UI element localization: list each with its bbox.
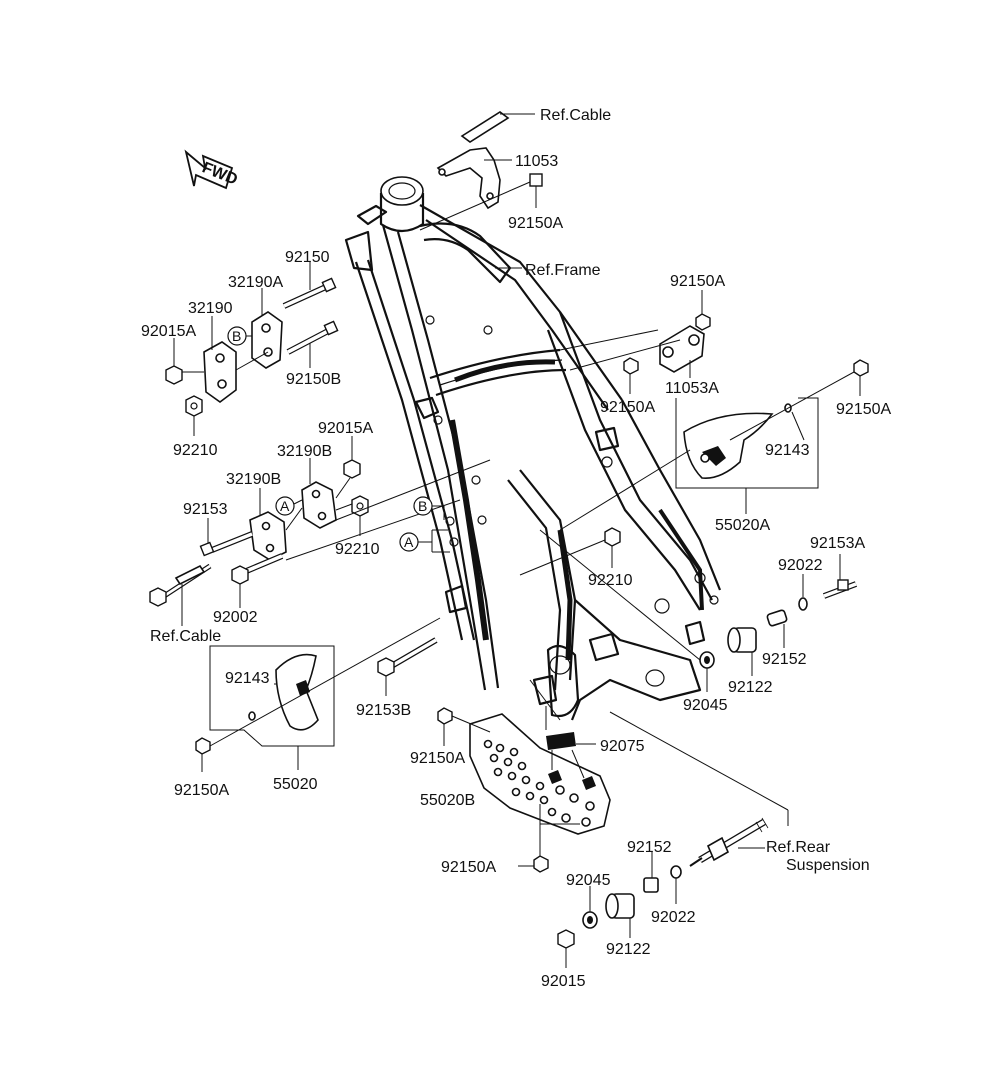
plate-32190B-lower bbox=[249, 511, 287, 561]
label-92122-bottom: 92122 bbox=[606, 941, 651, 958]
svg-text:B: B bbox=[418, 498, 427, 514]
label-ref-rear-2: Suspension bbox=[786, 857, 870, 874]
nut-92210-left bbox=[185, 395, 203, 436]
circle-marker-A-upper: A bbox=[275, 496, 295, 516]
label-92210-left: 92210 bbox=[173, 442, 218, 459]
label-92015-bottom: 92015 bbox=[541, 973, 586, 990]
circle-marker-A-frame: A bbox=[399, 529, 450, 553]
label-55020: 55020 bbox=[273, 776, 318, 793]
label-92045-right: 92045 bbox=[683, 697, 728, 714]
label-11053A: 11053A bbox=[665, 380, 719, 397]
label-92150A-far-right: 92150A bbox=[836, 401, 891, 418]
nut-92015A-mid bbox=[343, 436, 361, 479]
svg-text:B: B bbox=[232, 328, 241, 344]
label-92015A-left: 92015A bbox=[141, 323, 196, 340]
nut-92015A-left bbox=[165, 338, 183, 385]
plate-32190 bbox=[203, 341, 237, 403]
label-92153: 92153 bbox=[183, 501, 228, 518]
seal-92045-right bbox=[699, 651, 715, 692]
label-ref-cable-top: Ref.Cable bbox=[540, 107, 611, 124]
label-92150A-bottom: 92150A bbox=[441, 859, 496, 876]
label-92150A-top: 92150A bbox=[508, 215, 563, 232]
bolt-92150B bbox=[286, 320, 339, 368]
label-32190B-lower: 32190B bbox=[226, 471, 281, 488]
label-92210-center: 92210 bbox=[588, 572, 633, 589]
label-92002: 92002 bbox=[213, 609, 258, 626]
label-92153A: 92153A bbox=[810, 535, 865, 552]
washer-92022-bottom bbox=[670, 865, 682, 879]
engine-mount-upper-group: B 92150 32190A 32190 92015A 92150B 92210 bbox=[141, 249, 341, 459]
rear-suspension-group: Ref.Rear Suspension 92152 92045 92022 92… bbox=[541, 711, 870, 990]
label-92150A-left-low: 92150A bbox=[174, 782, 229, 799]
cable-bracket-right-group: 92150A 11053A 92150A bbox=[559, 273, 725, 416]
nut-92015-bottom bbox=[557, 929, 575, 968]
skid-plate-holes bbox=[483, 739, 595, 827]
bushing-92122-right bbox=[727, 627, 757, 676]
main-frame bbox=[344, 176, 722, 721]
engine-mount-lower-group: A 92015A 32190B 32190B 92153 92210 92002… bbox=[149, 420, 491, 645]
label-ref-cable-left: Ref.Cable bbox=[150, 628, 221, 645]
label-92075: 92075 bbox=[600, 738, 645, 755]
collar-92152-bottom bbox=[643, 877, 659, 893]
label-92152-right: 92152 bbox=[762, 651, 807, 668]
label-92143-right: 92143 bbox=[765, 442, 810, 459]
guard-55020A-group: 92150A 92143 55020A bbox=[559, 359, 891, 534]
steering-head bbox=[380, 176, 424, 206]
pivot-parts-right-group: 92153A 92022 92210 92152 92122 92045 bbox=[519, 527, 865, 714]
label-32190: 32190 bbox=[188, 300, 233, 317]
pivot-shaft bbox=[689, 817, 769, 867]
label-92022-bottom: 92022 bbox=[651, 909, 696, 926]
svg-text:A: A bbox=[404, 534, 414, 550]
label-55020B: 55020B bbox=[420, 792, 475, 809]
guard-55020-group: 92143 92150A 55020 bbox=[174, 617, 441, 799]
cable-clamp-left bbox=[149, 563, 212, 626]
label-ref-rear-1: Ref.Rear bbox=[766, 839, 831, 856]
circle-marker-B-upper: B bbox=[227, 326, 247, 346]
bolt-92153B: 92153B bbox=[356, 637, 438, 719]
cable-clamp-top-group: Ref.Cable 11053 92150A Ref.Frame bbox=[419, 107, 611, 279]
plate-32190A bbox=[251, 311, 283, 369]
label-92153B: 92153B bbox=[356, 702, 411, 719]
label-92150A-right-mid: 92150A bbox=[600, 399, 655, 416]
bushing-92122-bottom bbox=[605, 893, 635, 938]
label-92150A-right-top: 92150A bbox=[670, 273, 725, 290]
bolt-92153 bbox=[199, 518, 254, 557]
label-92210-mid: 92210 bbox=[335, 541, 380, 558]
bolt-92153A bbox=[822, 554, 858, 599]
label-92150: 92150 bbox=[285, 249, 330, 266]
nut-92210-center bbox=[604, 527, 621, 547]
label-32190B-upper: 32190B bbox=[277, 443, 332, 460]
label-92152-bottom: 92152 bbox=[627, 839, 672, 856]
label-92150B: 92150B bbox=[286, 371, 341, 388]
label-55020A: 55020A bbox=[715, 517, 770, 534]
svg-text:A: A bbox=[280, 498, 290, 514]
collar-92152-right bbox=[766, 609, 788, 648]
label-32190A: 32190A bbox=[228, 274, 283, 291]
label-92143-left: 92143 bbox=[225, 670, 270, 687]
circle-marker-B-frame: B bbox=[413, 496, 445, 520]
label-11053: 11053 bbox=[515, 153, 558, 170]
pad-92075 bbox=[546, 732, 576, 750]
skid-plate-55020B bbox=[469, 713, 611, 835]
bolt-92150 bbox=[282, 262, 337, 309]
label-92150A-skid: 92150A bbox=[410, 750, 465, 767]
bolt-92150A-top bbox=[419, 173, 543, 231]
label-92022-right: 92022 bbox=[778, 557, 823, 574]
washer-92022-right bbox=[798, 597, 808, 611]
label-92122-right: 92122 bbox=[728, 679, 773, 696]
label-ref-frame: Ref.Frame bbox=[525, 262, 601, 279]
seal-92045-bottom bbox=[582, 886, 598, 929]
bolt-92002 bbox=[231, 553, 284, 608]
label-92015A-mid: 92015A bbox=[318, 420, 373, 437]
skid-plate-group: 92150A 92075 55020B 92150A bbox=[410, 679, 645, 876]
label-92045-bottom: 92045 bbox=[566, 872, 611, 889]
nut-92210-mid bbox=[351, 495, 369, 536]
fwd-arrow-icon: FWD bbox=[184, 149, 240, 190]
plate-32190B-upper bbox=[301, 481, 337, 529]
